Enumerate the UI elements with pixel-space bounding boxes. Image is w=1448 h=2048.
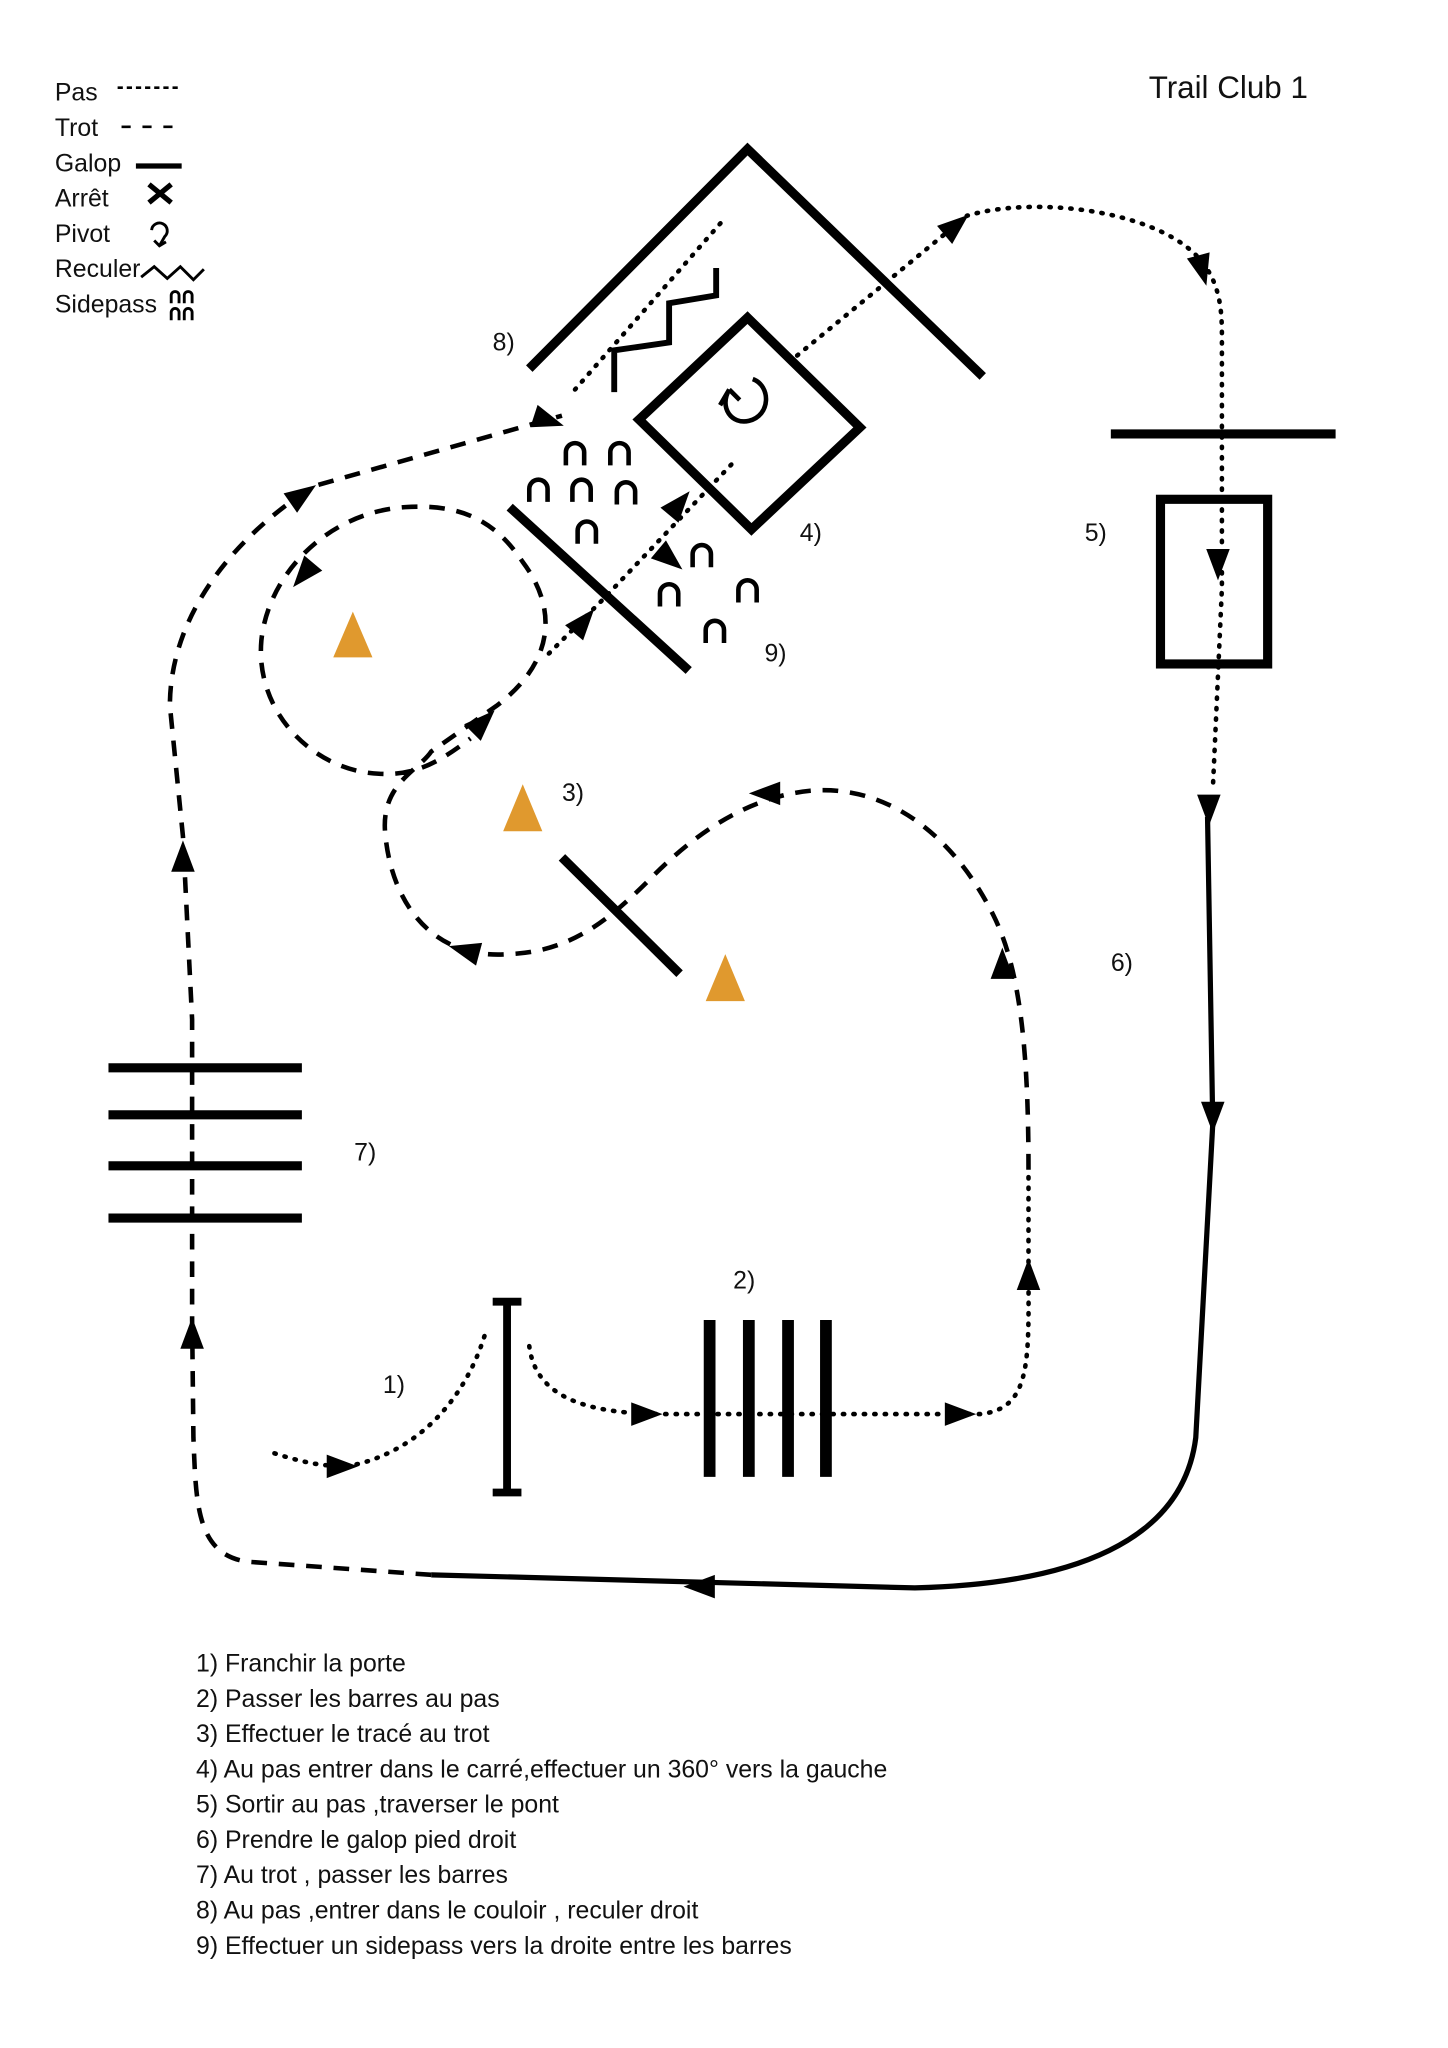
arrow-icon [1016,1258,1041,1290]
legend: Pas Trot Galop Arrêt Pivot Reculer Sidep… [55,80,205,321]
arrow-icon [171,840,195,872]
marker-4: 4) [800,520,822,547]
trot-poles [108,1063,302,1223]
marker-9: 9) [765,640,787,667]
arrow-icon [650,540,683,570]
legend-label-galop: Galop [55,150,121,177]
path-walk-exit [794,204,1225,794]
arrow-icon [180,1317,204,1349]
horseshoe-icon [529,480,547,502]
instruction-4: 4) Au pas entrer dans le carré,effectuer… [196,1756,887,1783]
instruction-1: 1) Franchir la porte [196,1651,406,1678]
instructions-list: 1) Franchir la porte 2) Passer les barre… [196,1651,887,1960]
instruction-3: 3) Effectuer le tracé au trot [196,1721,490,1748]
arrow-icon [1186,252,1210,286]
bridge [1155,494,1273,669]
arrow-icon [448,942,483,966]
arrow-icon [464,710,495,741]
walk-poles [703,1320,832,1477]
arrow-icon [631,1402,663,1426]
arrow-icon [990,947,1015,979]
sidepass-horseshoe-icon [169,290,194,321]
path-trot-final [167,413,563,1578]
marker-3: 3) [562,780,584,807]
course-title: Trail Club 1 [1149,70,1308,105]
legend-label-trot: Trot [55,115,98,142]
legend-label-arret: Arrêt [55,186,109,213]
marker-7: 7) [354,1140,376,1167]
instruction-6: 6) Prendre le galop pied droit [196,1827,516,1854]
path-walk-to-square [546,461,735,656]
horseshoe-icon [572,480,590,502]
arrow-icon [660,491,690,523]
horseshoe-icon [610,443,628,465]
cone-3 [705,954,745,1002]
horseshoe-icon [617,482,635,504]
horseshoe-icon [706,621,724,643]
arrow-icon [1197,794,1221,827]
instruction-7: 7) Au trot , passer les barres [196,1862,508,1889]
trot-pole [558,854,683,977]
marker-1: 1) [383,1372,405,1399]
arrow-icon [1206,548,1230,581]
path-start-walk [272,1328,489,1469]
marker-6: 6) [1111,950,1133,977]
direction-arrows [171,214,1230,1599]
arrow-icon [530,404,564,428]
sidepass-pole [506,503,692,674]
arrow-icon [1201,1101,1225,1134]
path-canter [431,816,1216,1591]
arrow-icon [293,555,323,588]
horseshoe-icon [660,584,678,606]
instruction-5: 5) Sortir au pas ,traverser le pont [196,1792,559,1819]
arrow-icon [326,1454,359,1479]
pivot-360-icon [718,376,769,424]
instruction-2: 2) Passer les barres au pas [196,1686,500,1713]
cone-1 [333,611,373,658]
gate [492,1297,522,1497]
reculer-zigzag [611,267,720,393]
arrow-icon [683,1574,715,1599]
legend-label-sidepass: Sidepass [55,291,157,318]
arrow-icon [283,485,317,513]
path-trot-loop [258,504,1031,1170]
marker-5: 5) [1085,520,1107,547]
marker-8: 8) [493,329,515,356]
arrow-icon [944,1402,977,1426]
instruction-8: 8) Au pas ,entrer dans le couloir , recu… [196,1898,698,1925]
instruction-9: 9) Effectuer un sidepass vers la droite … [196,1933,792,1960]
legend-label-reculer: Reculer [55,256,141,283]
path-walk-poles [526,1173,1031,1417]
legend-label-pivot: Pivot [55,221,110,248]
square-box [632,311,867,536]
corridor-walls [526,142,986,380]
arrow-icon [565,608,595,641]
pivot-arrow-icon [150,221,169,248]
horseshoe-icon [738,580,756,602]
arret-x-icon [147,182,173,205]
horseshoe-icon [693,545,711,567]
cone-2 [503,784,543,832]
arrow-icon [937,214,969,244]
marker-2: 2) [733,1268,755,1295]
horseshoe-icon [566,443,584,465]
legend-label-pas: Pas [55,80,98,107]
reculer-zigzag-icon [140,264,205,282]
arrow-icon [748,781,781,806]
horseshoe-icon [578,522,596,544]
